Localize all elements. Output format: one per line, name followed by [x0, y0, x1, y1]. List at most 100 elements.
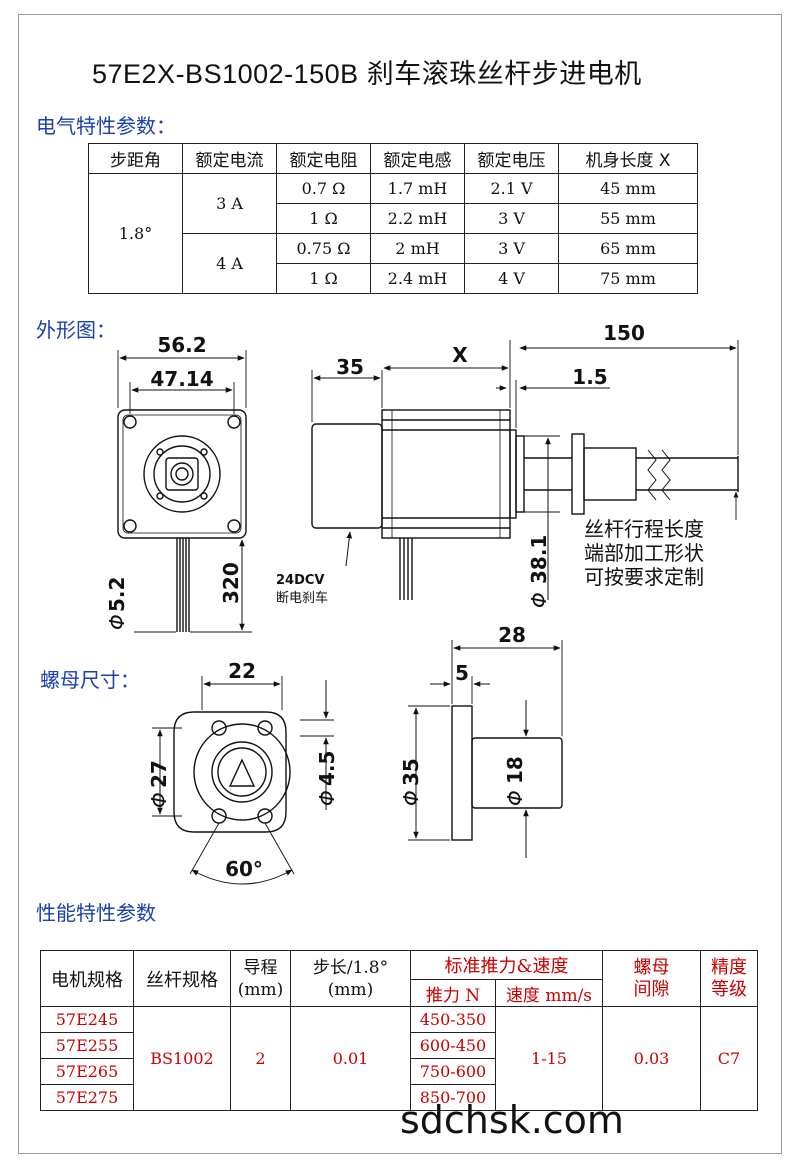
header-step: 步长/1.8° (mm): [290, 950, 411, 1007]
watermark: sdchsk.com: [400, 1098, 624, 1142]
inductance-cell: 2.2 mH: [370, 203, 465, 234]
thrust-cell: 750-600: [410, 1058, 496, 1085]
phi-symbol: Φ: [147, 792, 171, 808]
header-speed: 速度 mm/s: [495, 979, 603, 1007]
nut-front-view: [152, 676, 334, 885]
resistance-cell: 1 Ω: [276, 203, 371, 234]
length-cell: 65 mm: [558, 233, 698, 264]
table-header-row: 电机规格 丝杆规格 导程 (mm) 步长/1.8° (mm) 标准推力&速度 螺…: [40, 950, 758, 1007]
section-outline: 外形图：: [36, 318, 116, 342]
dim-nut-width: 22: [228, 659, 256, 683]
table-row: 4 A 0.75 Ω 2 mH 3 V 65 mm: [89, 233, 698, 294]
header-lead: 导程 (mm): [230, 950, 291, 1007]
dim-wire-diameter: 5.2: [105, 577, 129, 612]
dim-nut-angle: 60°: [225, 857, 263, 881]
table-row: 57E255 600-450: [40, 1032, 758, 1059]
header-accuracy-2: 等级: [711, 978, 747, 1000]
speed-cell: 1-15: [495, 1006, 603, 1111]
header-cell: 额定电压: [464, 143, 559, 174]
motor-cell: 57E255: [40, 1032, 134, 1059]
header-lead-unit: (mm): [237, 979, 284, 1000]
accuracy-cell: C7: [700, 1006, 758, 1111]
page-title: 57E2X-BS1002-150B 刹车滚珠丝杆步进电机: [92, 59, 642, 89]
header-accuracy-1: 精度: [711, 956, 747, 978]
table-header-row: 步距角 额定电流 额定电阻 额定电感 额定电压 机身长度 X: [88, 143, 698, 174]
resistance-cell: 0.7 Ω: [276, 173, 371, 204]
header-backlash: 螺母 间隙: [602, 950, 701, 1007]
current-cell: 4 A: [182, 233, 277, 294]
dim-nut-flange: 5: [455, 661, 469, 685]
dim-hole-pitch: 47.14: [150, 367, 213, 391]
inductance-cell: 2.4 mH: [370, 263, 465, 294]
dim-nut-pcd: 27: [147, 760, 171, 788]
step-angle-cell: 1.8°: [88, 173, 183, 294]
voltage-cell: 3 V: [464, 233, 559, 264]
header-cell: 步距角: [88, 143, 183, 174]
table-row: 1 Ω 2.4 mH 4 V 75 mm: [89, 263, 698, 294]
page-frame: [18, 14, 782, 1154]
dim-nut-hole: 4.5: [315, 751, 339, 786]
header-backlash-2: 间隙: [633, 978, 670, 1000]
dim-body-length: X: [452, 343, 468, 367]
table-row: 1 Ω 2.2 mH 3 V 55 mm: [89, 203, 698, 234]
dim-width: 56.2: [157, 333, 206, 357]
motor-cell: 57E275: [40, 1084, 134, 1111]
header-step-unit: (mm): [327, 979, 374, 1000]
screw-note-2: 端部加工形状: [584, 541, 704, 565]
motor-front-view: [117, 350, 252, 633]
table-subheader-row: 推力 N 速度 mm/s: [41, 979, 758, 1007]
thrust-cell: 450-350: [410, 1006, 496, 1033]
dim-nut-body-dia: 18: [503, 756, 527, 784]
phi-symbol: Φ: [503, 790, 527, 806]
motor-cell: 57E245: [40, 1006, 134, 1033]
electrical-table: 步距角 额定电流 额定电阻 额定电感 额定电压 机身长度 X 1.8° 3 A …: [88, 143, 698, 294]
section-electrical: 电气特性参数：: [36, 114, 176, 138]
dim-nut-flange-dia: 35: [399, 758, 423, 786]
screw-note-1: 丝杆行程长度: [584, 517, 704, 541]
thrust-cell: 600-450: [410, 1032, 496, 1059]
lead-cell: 2: [230, 1006, 291, 1111]
table-row: 57E265 750-600: [40, 1058, 758, 1085]
brake-voltage-label: 24DCV: [276, 573, 324, 588]
dim-boss-diameter: 38.1: [527, 535, 551, 584]
inductance-cell: 2 mH: [370, 233, 465, 264]
motor-cell: 57E265: [40, 1058, 134, 1085]
nut-side-view: [408, 640, 563, 858]
phi-symbol: Φ: [399, 790, 423, 806]
dim-flange-thickness: 1.5: [572, 365, 607, 389]
voltage-cell: 4 V: [464, 263, 559, 294]
phi-symbol: Φ: [315, 790, 339, 806]
current-cell: 3 A: [182, 173, 277, 234]
resistance-cell: 0.75 Ω: [276, 233, 371, 264]
phi-symbol: Φ: [105, 614, 129, 630]
header-accuracy: 精度 等级: [700, 950, 758, 1007]
dim-wire-length: 320: [219, 562, 243, 604]
header-lead-label: 导程: [243, 957, 278, 978]
dim-nut-length: 28: [498, 623, 526, 647]
inductance-cell: 1.7 mH: [370, 173, 465, 204]
phi-symbol: Φ: [527, 592, 551, 608]
thrust-cell: 850-700: [410, 1084, 496, 1111]
performance-table: 电机规格 丝杆规格 导程 (mm) 步长/1.8° (mm) 标准推力&速度 螺…: [40, 950, 758, 1111]
dim-brake-length: 35: [336, 355, 364, 379]
screw-note-3: 可按要求定制: [584, 565, 704, 589]
brake-label: 断电刹车: [276, 590, 328, 606]
table-row: 1.8° 3 A 0.7 Ω 1.7 mH 2.1 V 45 mm: [88, 173, 698, 294]
step-cell: 0.01: [290, 1006, 411, 1111]
table-row: 57E275 850-700: [40, 1084, 758, 1111]
screw-cell: BS1002: [133, 1006, 231, 1111]
length-cell: 45 mm: [558, 173, 698, 204]
header-step-label: 步长/1.8°: [312, 957, 389, 978]
motor-side-view: [311, 340, 739, 600]
header-thrust: 推力 N: [410, 979, 496, 1007]
section-nut: 螺母尺寸：: [40, 668, 140, 692]
header-thrust-speed: 标准推力&速度: [410, 950, 603, 980]
header-cell: 机身长度 X: [558, 143, 698, 174]
dim-screw-length: 150: [603, 321, 645, 345]
backlash-cell: 0.03: [602, 1006, 701, 1111]
header-motor: 电机规格: [40, 950, 134, 1007]
header-screw: 丝杆规格: [133, 950, 231, 1007]
section-performance: 性能特性参数: [36, 901, 156, 925]
header-backlash-1: 螺母: [633, 956, 670, 978]
